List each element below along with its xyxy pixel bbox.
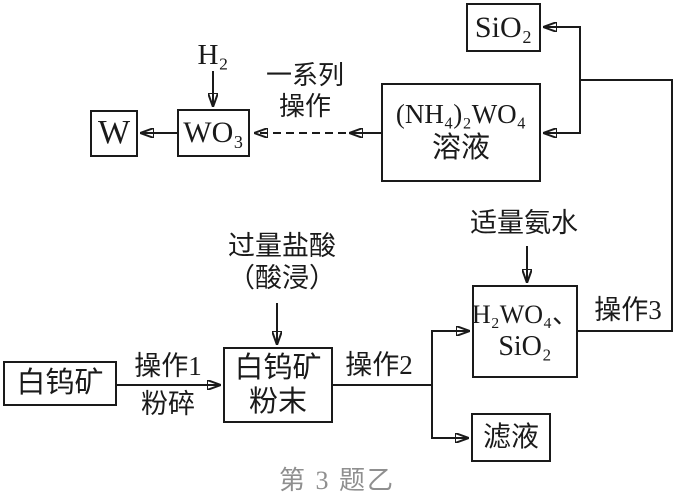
label-excess-hydrochloric-acid: 过量盐酸 （酸浸） xyxy=(210,231,354,295)
box-scheelite-powder-line1: 白钨矿 xyxy=(234,351,322,384)
box-filtrate: 滤液 xyxy=(471,413,551,462)
box-h2wo4-sio2-text: SiO₂ xyxy=(498,331,552,363)
box-sio2-text: SiO₂ xyxy=(474,10,533,44)
label-operation-1: 操作1 xyxy=(134,351,202,381)
label-excess-hcl-line1: 过量盐酸 xyxy=(228,231,336,261)
box-w-text: W xyxy=(97,114,131,152)
box-w: W xyxy=(90,110,138,157)
caption: 第 3 题乙 xyxy=(278,466,395,495)
box-h2wo4-text: H₂WO₄、 xyxy=(471,299,579,329)
label-ammonia-water: 适量氨水 xyxy=(470,208,578,238)
box-wo3: WO₃ xyxy=(177,109,250,157)
box-h2wo4-sio2: H₂WO₄、 SiO₂ xyxy=(472,285,578,378)
label-series-of-operations: 一系列 操作 xyxy=(252,61,358,122)
label-crush: 粉碎 xyxy=(141,389,195,419)
label-h2: H₂ xyxy=(197,39,229,71)
box-scheelite-text: 白钨矿 xyxy=(16,367,104,400)
box-scheelite: 白钨矿 xyxy=(3,361,117,406)
box-ammonium-tungstate-solution: (NH₄)₂WO₄ 溶液 xyxy=(381,83,541,182)
box-scheelite-powder-line2: 粉末 xyxy=(248,386,307,418)
label-series-of-operations-line1: 一系列 xyxy=(265,61,344,90)
box-filtrate-text: 滤液 xyxy=(482,421,539,453)
label-excess-hcl-line2: （酸浸） xyxy=(228,262,336,293)
box-sio2: SiO₂ xyxy=(466,3,541,52)
box-wo3-text: WO₃ xyxy=(183,116,244,150)
label-series-of-operations-line2: 操作 xyxy=(278,91,331,121)
label-operation-3: 操作3 xyxy=(594,295,662,325)
box-ammonium-tungstate-formula: (NH₄)₂WO₄ xyxy=(395,99,527,130)
box-scheelite-powder: 白钨矿 粉末 xyxy=(223,347,333,423)
label-operation-2: 操作2 xyxy=(345,350,413,380)
box-ammonium-tungstate-solution-word: 溶液 xyxy=(431,132,490,165)
